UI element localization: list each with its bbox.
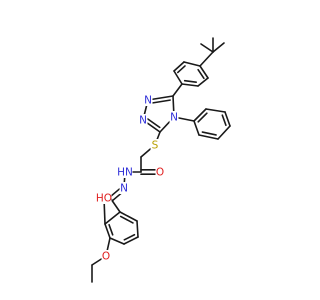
bond-tC-a1 bbox=[199, 51, 214, 67]
hydroxyl-oh-label: HO bbox=[96, 193, 112, 205]
bond-a4-a5 bbox=[173, 70, 183, 85]
bond-a5-a6-a bbox=[173, 61, 185, 72]
bond-a5-a6-b bbox=[177, 65, 186, 74]
carbonyl-oxygen-label-bg bbox=[155, 166, 165, 178]
bond-layer bbox=[91, 37, 231, 283]
bond-r2-r3 bbox=[136, 220, 139, 238]
triazole-n2-label: N bbox=[139, 115, 147, 127]
bond-p1-p2-a bbox=[193, 108, 207, 122]
bond-a6-a1 bbox=[183, 61, 201, 67]
triazole-n2-label-bg bbox=[138, 114, 148, 126]
hydrazide-nh-label: HN bbox=[117, 167, 133, 179]
ether-oxygen-label-bg bbox=[101, 250, 111, 262]
bond-C5-N1-b bbox=[151, 99, 171, 104]
bond-p2-p3 bbox=[205, 108, 226, 113]
bond-r5-r6-b bbox=[108, 223, 114, 236]
bond-p1-p2-b bbox=[197, 112, 208, 123]
triazole-n4-label-bg bbox=[169, 111, 179, 123]
bond-r3-r4-a bbox=[123, 236, 139, 245]
bond-r1-r2-a bbox=[119, 211, 138, 222]
bond-a2-a3 bbox=[197, 77, 209, 87]
bond-a1-a2-b bbox=[197, 68, 205, 80]
bond-p3-p4-a bbox=[224, 111, 231, 127]
bond-CH-r1 bbox=[110, 198, 121, 213]
bond-N2-C3-b bbox=[146, 117, 161, 129]
bond-p5-p6-b bbox=[201, 131, 217, 136]
bond-p5-p6-a bbox=[198, 134, 219, 140]
bond-p6-p1 bbox=[193, 120, 200, 136]
bond-tC-tb2 bbox=[212, 42, 225, 53]
bond-r5-r6-a bbox=[104, 223, 111, 239]
triazole-n4-label: N bbox=[170, 112, 178, 124]
bond-r1-r2-b bbox=[119, 215, 134, 224]
imine-nitrogen-label-bg bbox=[119, 182, 129, 194]
bond-a3-a4-b bbox=[183, 79, 198, 83]
ether-oxygen-label: O bbox=[102, 251, 110, 263]
imine-nitrogen-label: N bbox=[120, 183, 128, 195]
carbonyl-oxygen-label: O bbox=[156, 167, 164, 179]
hydrazide-nh-label-bg bbox=[117, 166, 133, 178]
bond-r6-r1 bbox=[104, 211, 121, 225]
sulfur-atom-label-bg bbox=[150, 139, 160, 151]
bond-p3-p4-b bbox=[221, 114, 227, 127]
bond-a3-a4-a bbox=[181, 83, 199, 87]
bond-p4-p5 bbox=[217, 125, 231, 140]
bond-r3-r4-b bbox=[123, 233, 136, 241]
triazole-n1-label-bg bbox=[143, 94, 153, 106]
triazole-n1-label: N bbox=[144, 95, 152, 107]
bond-a4-C5 bbox=[172, 83, 183, 97]
hydroxyl-oh-label-bg bbox=[96, 192, 112, 204]
sulfur-atom-label: S bbox=[152, 140, 159, 152]
bond-r4-r5 bbox=[109, 237, 125, 245]
bond-a1-a2-a bbox=[199, 65, 209, 79]
bond-tC-tb1 bbox=[200, 43, 214, 53]
